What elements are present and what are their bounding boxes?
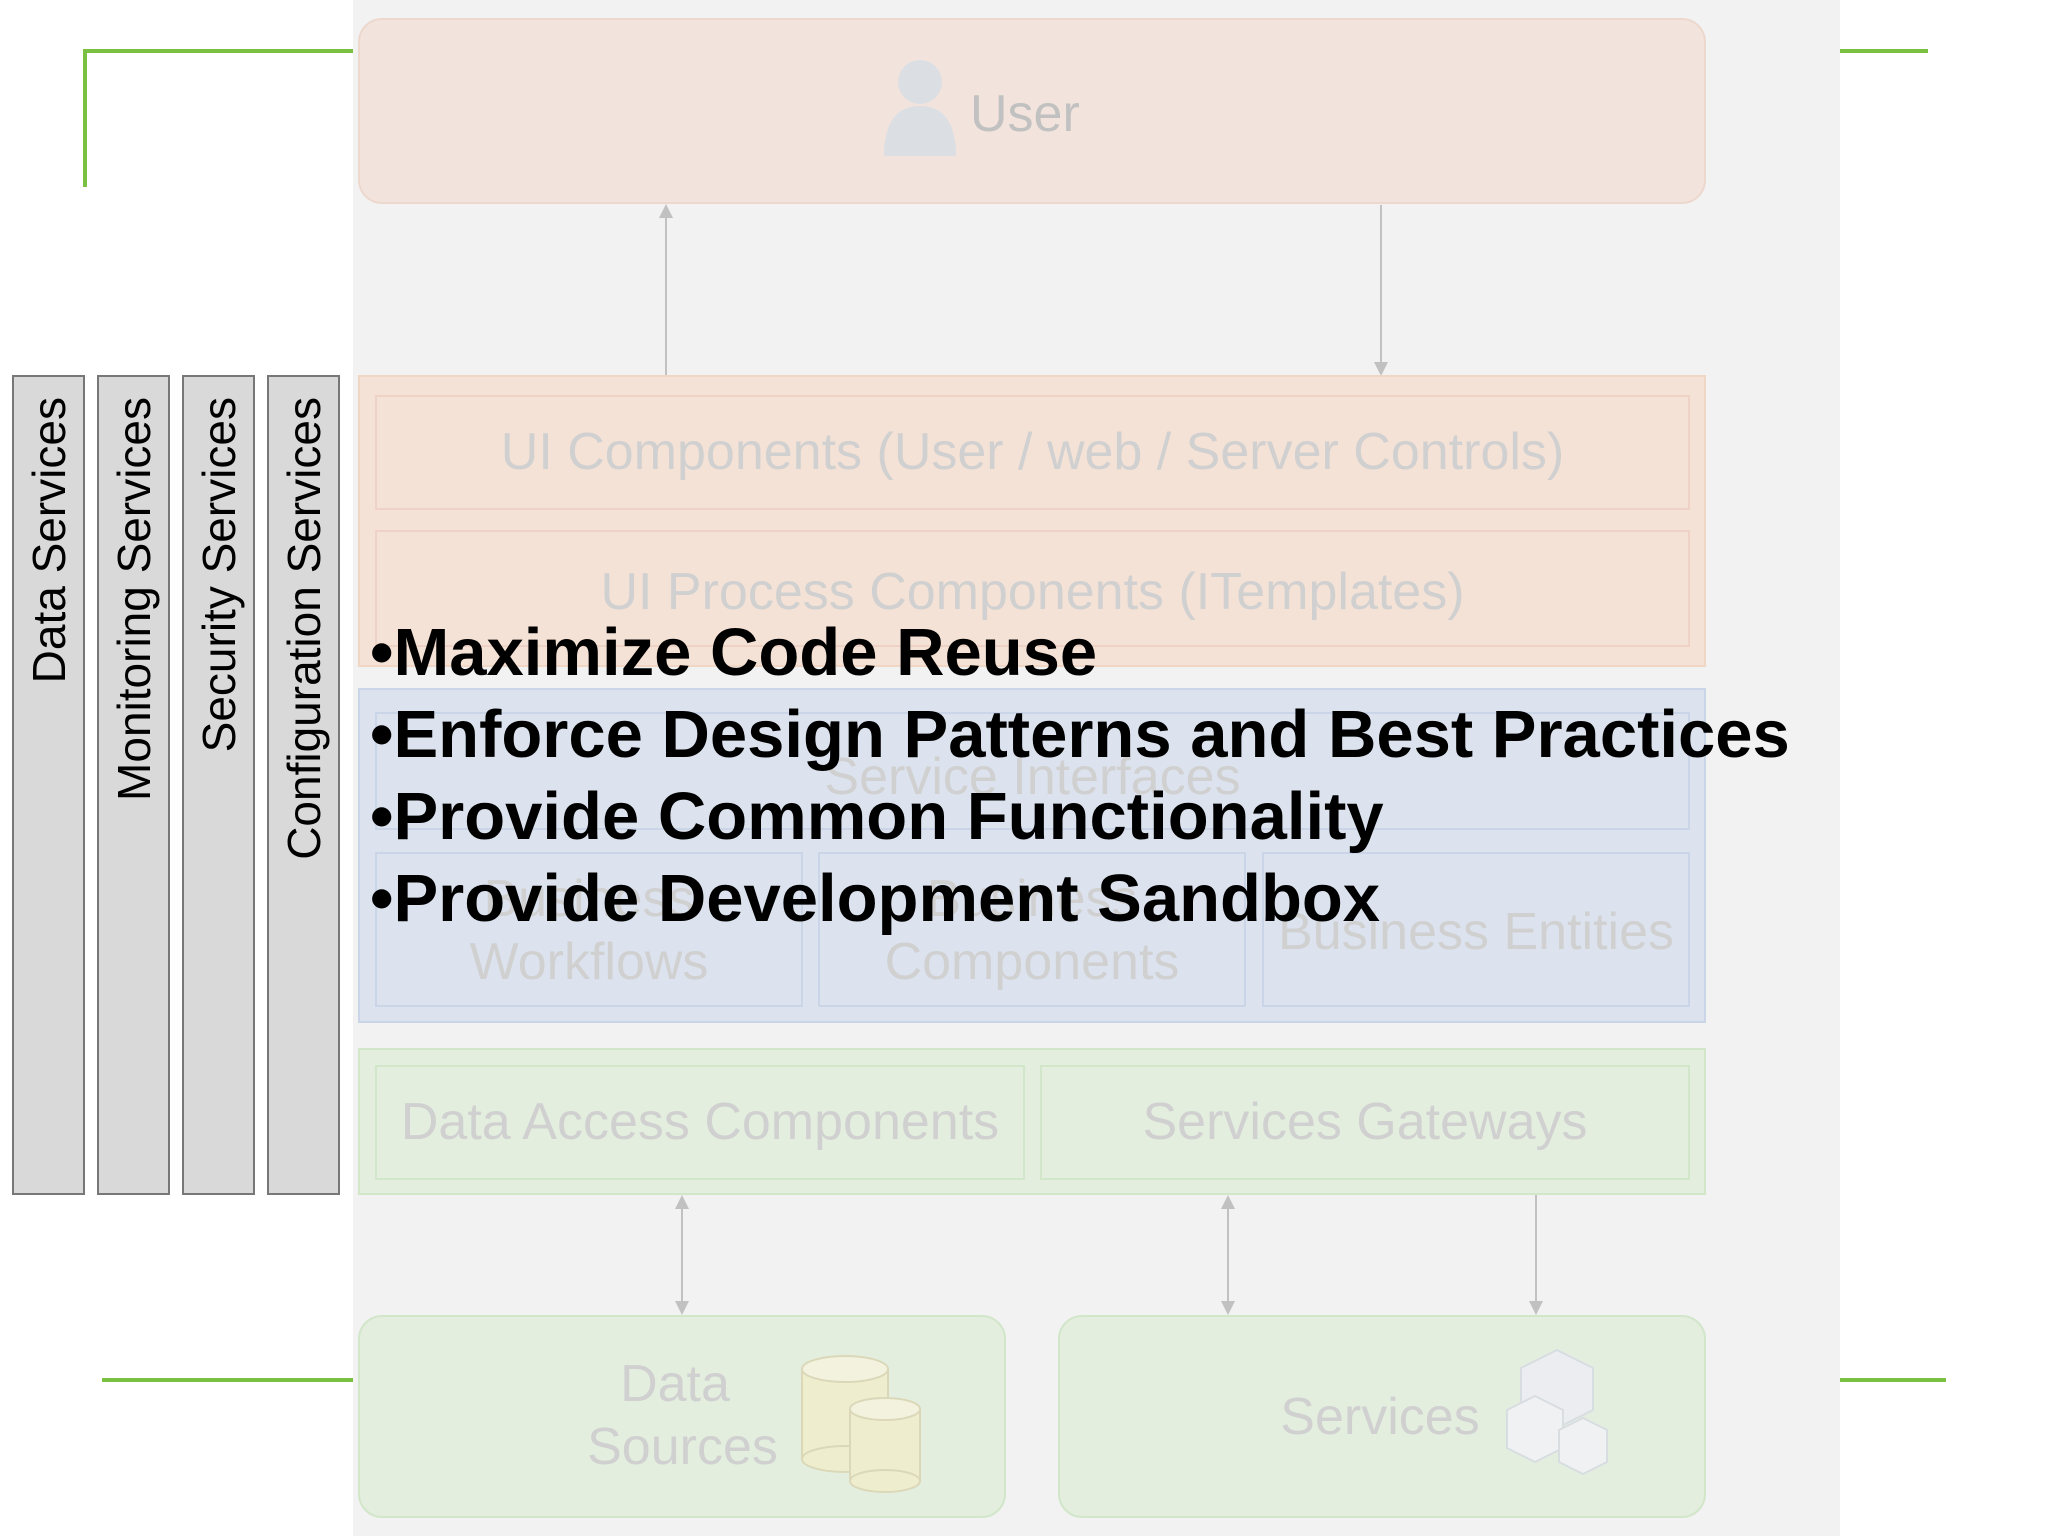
data-layer: [358, 1048, 1706, 1195]
business-components-label: Components: [884, 932, 1180, 991]
data-services-bar: Data Services: [12, 375, 85, 1195]
user-label: User: [970, 85, 1080, 144]
presentation-layer: [358, 375, 1706, 667]
data-services-label: Data Services: [22, 397, 75, 684]
data-access-components-box: [375, 1065, 1025, 1180]
user-arrows: [659, 204, 1388, 376]
service-interfaces-label: Service Interfaces: [824, 747, 1241, 806]
data-arrows: [675, 1195, 1543, 1315]
monitoring-services-bar: Monitoring Services: [97, 375, 170, 1195]
services-label: Services: [1280, 1387, 1480, 1446]
services-gateways-box: [1040, 1065, 1690, 1180]
frame-line-top-right-h: [1840, 49, 1928, 53]
business-workflows-label: Workflows: [469, 932, 709, 991]
business-layer: [358, 688, 1706, 1023]
ui-process-components-label: UI Process Components (ITemplates): [600, 562, 1465, 621]
business-workflows-top: Business: [483, 870, 695, 929]
business-entities-box: [1262, 852, 1690, 1007]
frame-line-top-left-v: [83, 49, 87, 187]
business-workflows-box: [375, 852, 803, 1007]
frame-line-bottom-left-h: [102, 1378, 355, 1382]
goals-bullet-list: •Maximize Code Reuse •Enforce Design Pat…: [370, 612, 1790, 940]
user-box: [358, 18, 1706, 204]
security-services-label: Security Services: [192, 397, 245, 753]
business-entities-label: Business Entities: [1278, 902, 1674, 961]
services-box: [1058, 1315, 1706, 1518]
business-components-top: Business: [926, 870, 1138, 929]
configuration-services-label: Configuration Services: [277, 397, 330, 860]
ui-components-box: [375, 395, 1690, 510]
user-icon: [880, 52, 960, 158]
services-gateways-label: Services Gateways: [1142, 1092, 1588, 1151]
ui-process-components-box: [375, 530, 1690, 647]
database-icon: [800, 1355, 925, 1495]
data-sources-line2: Sources: [587, 1418, 778, 1477]
business-components-box: [818, 852, 1246, 1007]
service-interfaces-box: [375, 712, 1690, 830]
configuration-services-bar: Configuration Services: [267, 375, 340, 1195]
bullet-provide-common-functionality: •Provide Common Functionality: [370, 779, 1384, 854]
ui-components-label: UI Components (User / web / Server Contr…: [500, 422, 1565, 481]
frame-line-bottom-right-h: [1840, 1378, 1946, 1382]
data-sources-line1: Data: [620, 1355, 730, 1414]
monitoring-services-label: Monitoring Services: [107, 397, 160, 801]
frame-line-top-left-h: [83, 49, 355, 53]
bullet-enforce-design-patterns: •Enforce Design Patterns and Best Practi…: [370, 697, 1790, 772]
services-cubes-icon: [1505, 1348, 1610, 1478]
security-services-bar: Security Services: [182, 375, 255, 1195]
data-access-components-label: Data Access Components: [400, 1092, 1000, 1151]
bullet-provide-development-sandbox: •Provide Development Sandbox: [370, 861, 1381, 936]
bullet-maximize-code-reuse: •Maximize Code Reuse: [370, 615, 1098, 690]
